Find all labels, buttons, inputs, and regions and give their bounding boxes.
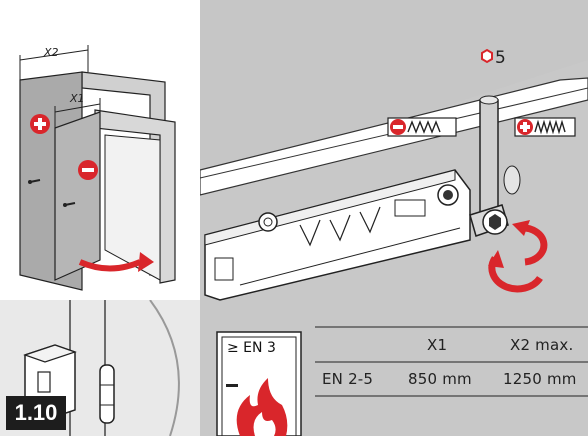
spec-table-grid — [315, 326, 588, 397]
dimension-label-x1: X1 — [70, 92, 85, 105]
dimension-label-x2: X2 — [44, 46, 59, 59]
hex-size-icon — [481, 48, 493, 64]
hinge-icon — [99, 364, 115, 424]
table-header-x2: X2 max. — [510, 336, 574, 354]
minus-sign-icon — [78, 160, 98, 180]
rotation-arrow-icon — [488, 220, 548, 293]
door-closer-body — [204, 169, 471, 301]
hex-key-icon — [469, 95, 521, 237]
fire-sign-label: ≥ EN 3 — [227, 340, 276, 356]
step-number-badge: 1.10 — [6, 396, 66, 430]
fire-sign — [216, 331, 302, 436]
table-cell-class: EN 2-5 — [322, 370, 374, 388]
plus-sign-icon — [30, 114, 50, 134]
table-cell-x2: 1250 mm — [503, 370, 577, 388]
door-lock-panel — [0, 299, 200, 436]
spring-icon — [514, 117, 576, 137]
door-width-diagram — [0, 0, 200, 300]
table-cell-x1: 850 mm — [408, 370, 472, 388]
fire-icon — [236, 378, 288, 436]
hex-size-label: 5 — [495, 48, 506, 68]
rotation-arrow-icon — [78, 252, 154, 272]
table-header-x1: X1 — [427, 336, 448, 354]
spring-icon — [387, 117, 457, 137]
